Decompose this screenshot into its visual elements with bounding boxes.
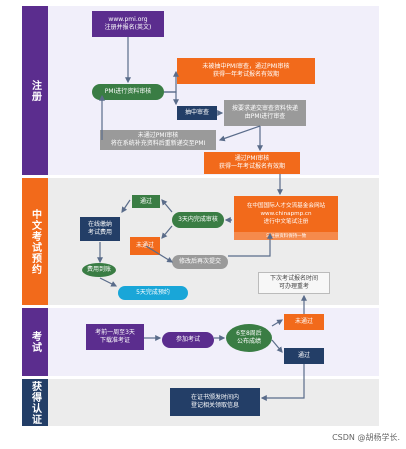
- node-modify: 修改后再次提交: [172, 255, 228, 269]
- node-pay: 在线缴纳 考试费用: [80, 217, 120, 241]
- node-fail-2: 未通过: [284, 314, 324, 330]
- node-booking-done: 5天完成预约: [118, 286, 188, 300]
- node-pmi-review: PMI进行资料审核: [92, 84, 164, 100]
- node-cn-site: 在中国国际人才交流基金会网站 www.chinapmp.cn 进行中文笔试注册: [234, 196, 338, 232]
- node-audit-detail: 按要求递交审查资料快递 由PMI进行审查: [224, 100, 306, 126]
- node-fail-1: 未通过: [130, 237, 160, 255]
- node-pass-1: 通过: [132, 195, 160, 208]
- node-next-exam: 下次考试报名时间 可办理重考: [258, 272, 330, 294]
- node-take-exam: 参加考试: [162, 332, 214, 348]
- node-cert: 在证书颁发时间内 登记相关领取信息: [170, 388, 260, 416]
- stage-register-label: 注册: [22, 6, 48, 175]
- node-review-3days: 3天内完成审核: [172, 212, 224, 228]
- stage-certificate-label: 获得认证: [22, 379, 48, 426]
- node-audit: 抽中审查: [177, 106, 217, 120]
- node-fail-review: 未通过PMI审核 将在系统补充资料后重新递交至PMI: [100, 130, 216, 150]
- node-admission: 考前一周至3天 下载准考证: [86, 324, 144, 350]
- node-pmi-site: www.pmi.org 注册并报名(英文): [92, 11, 164, 37]
- node-cn-sub: 与注册资料保持一致: [234, 232, 338, 240]
- node-score: 6至8周后 公布成绩: [226, 324, 272, 352]
- stage-exam-label: 考试: [22, 308, 48, 376]
- stage-exam-booking-label: 中文考试预约: [22, 178, 48, 305]
- node-cn-site-text: 在中国国际人才交流基金会网站 www.chinapmp.cn 进行中文笔试注册: [246, 203, 326, 225]
- node-pass-2: 通过: [284, 348, 324, 364]
- watermark: CSDN @胡杨学长.: [332, 433, 400, 442]
- node-pass-review: 通过PMI审核 获得一年考试报名有效期: [204, 152, 300, 174]
- node-not-audited: 未被抽中PMI审查，通过PMI审核 获得一年考试报名有效期: [177, 58, 315, 84]
- flowchart: 注册 中文考试预约 考试 获得认证 www.pmi.org 注册并报名(英文) …: [22, 6, 379, 426]
- node-pay-done: 费用到账: [82, 263, 116, 277]
